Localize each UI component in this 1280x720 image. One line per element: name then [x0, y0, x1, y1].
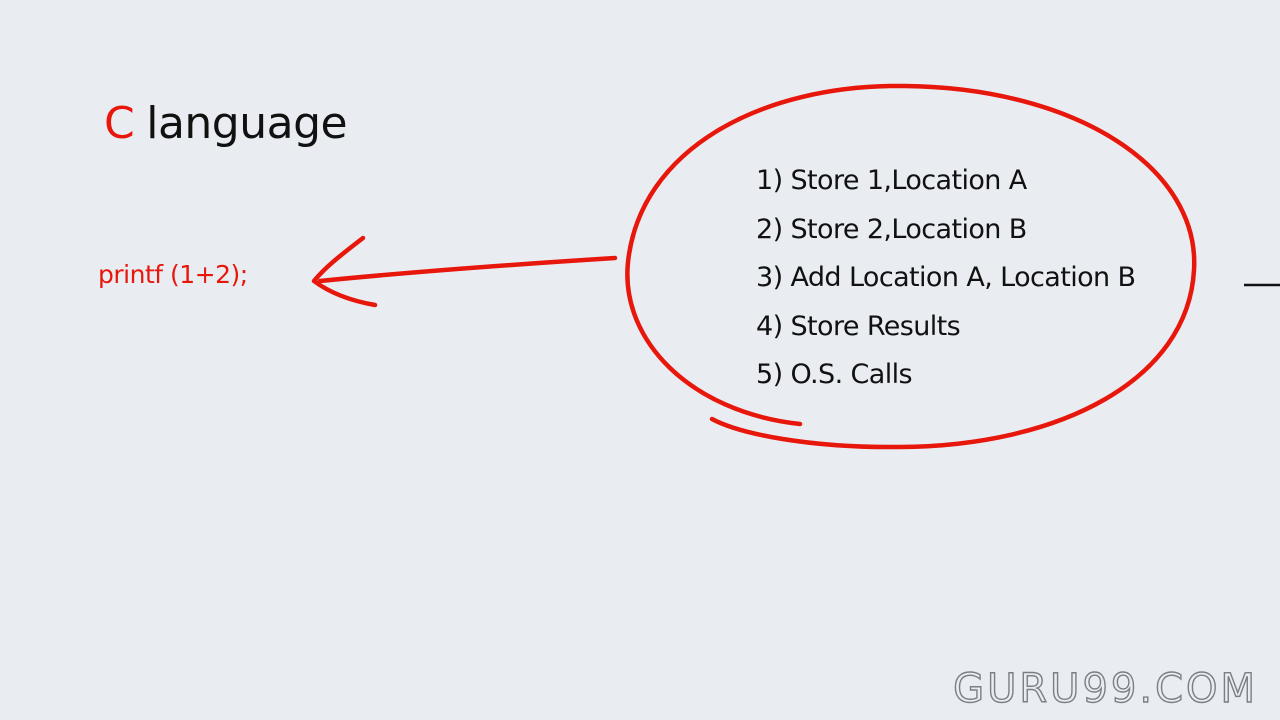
step-item: 5) O.S. Calls	[756, 359, 913, 390]
step-item: 4) Store Results	[756, 310, 961, 342]
arrow-shaft	[317, 255, 618, 284]
printf-code-sample: printf (1+2);	[98, 260, 248, 289]
title-language-word: language	[146, 98, 348, 149]
arrow-head	[311, 235, 378, 308]
step-item: 3) Add Location A, Location B	[756, 262, 1136, 293]
steps-circle	[625, 83, 1197, 450]
title-c-letter: C	[104, 98, 135, 149]
steps-list: 1) Store 1,Location A 2) Store 2,Locatio…	[756, 157, 1136, 400]
step-item: 1) Store 1,Location A	[756, 165, 1027, 196]
step-item: 2) Store 2,Location B	[756, 213, 1027, 245]
watermark-logo: GURU99.COM	[952, 665, 1258, 712]
